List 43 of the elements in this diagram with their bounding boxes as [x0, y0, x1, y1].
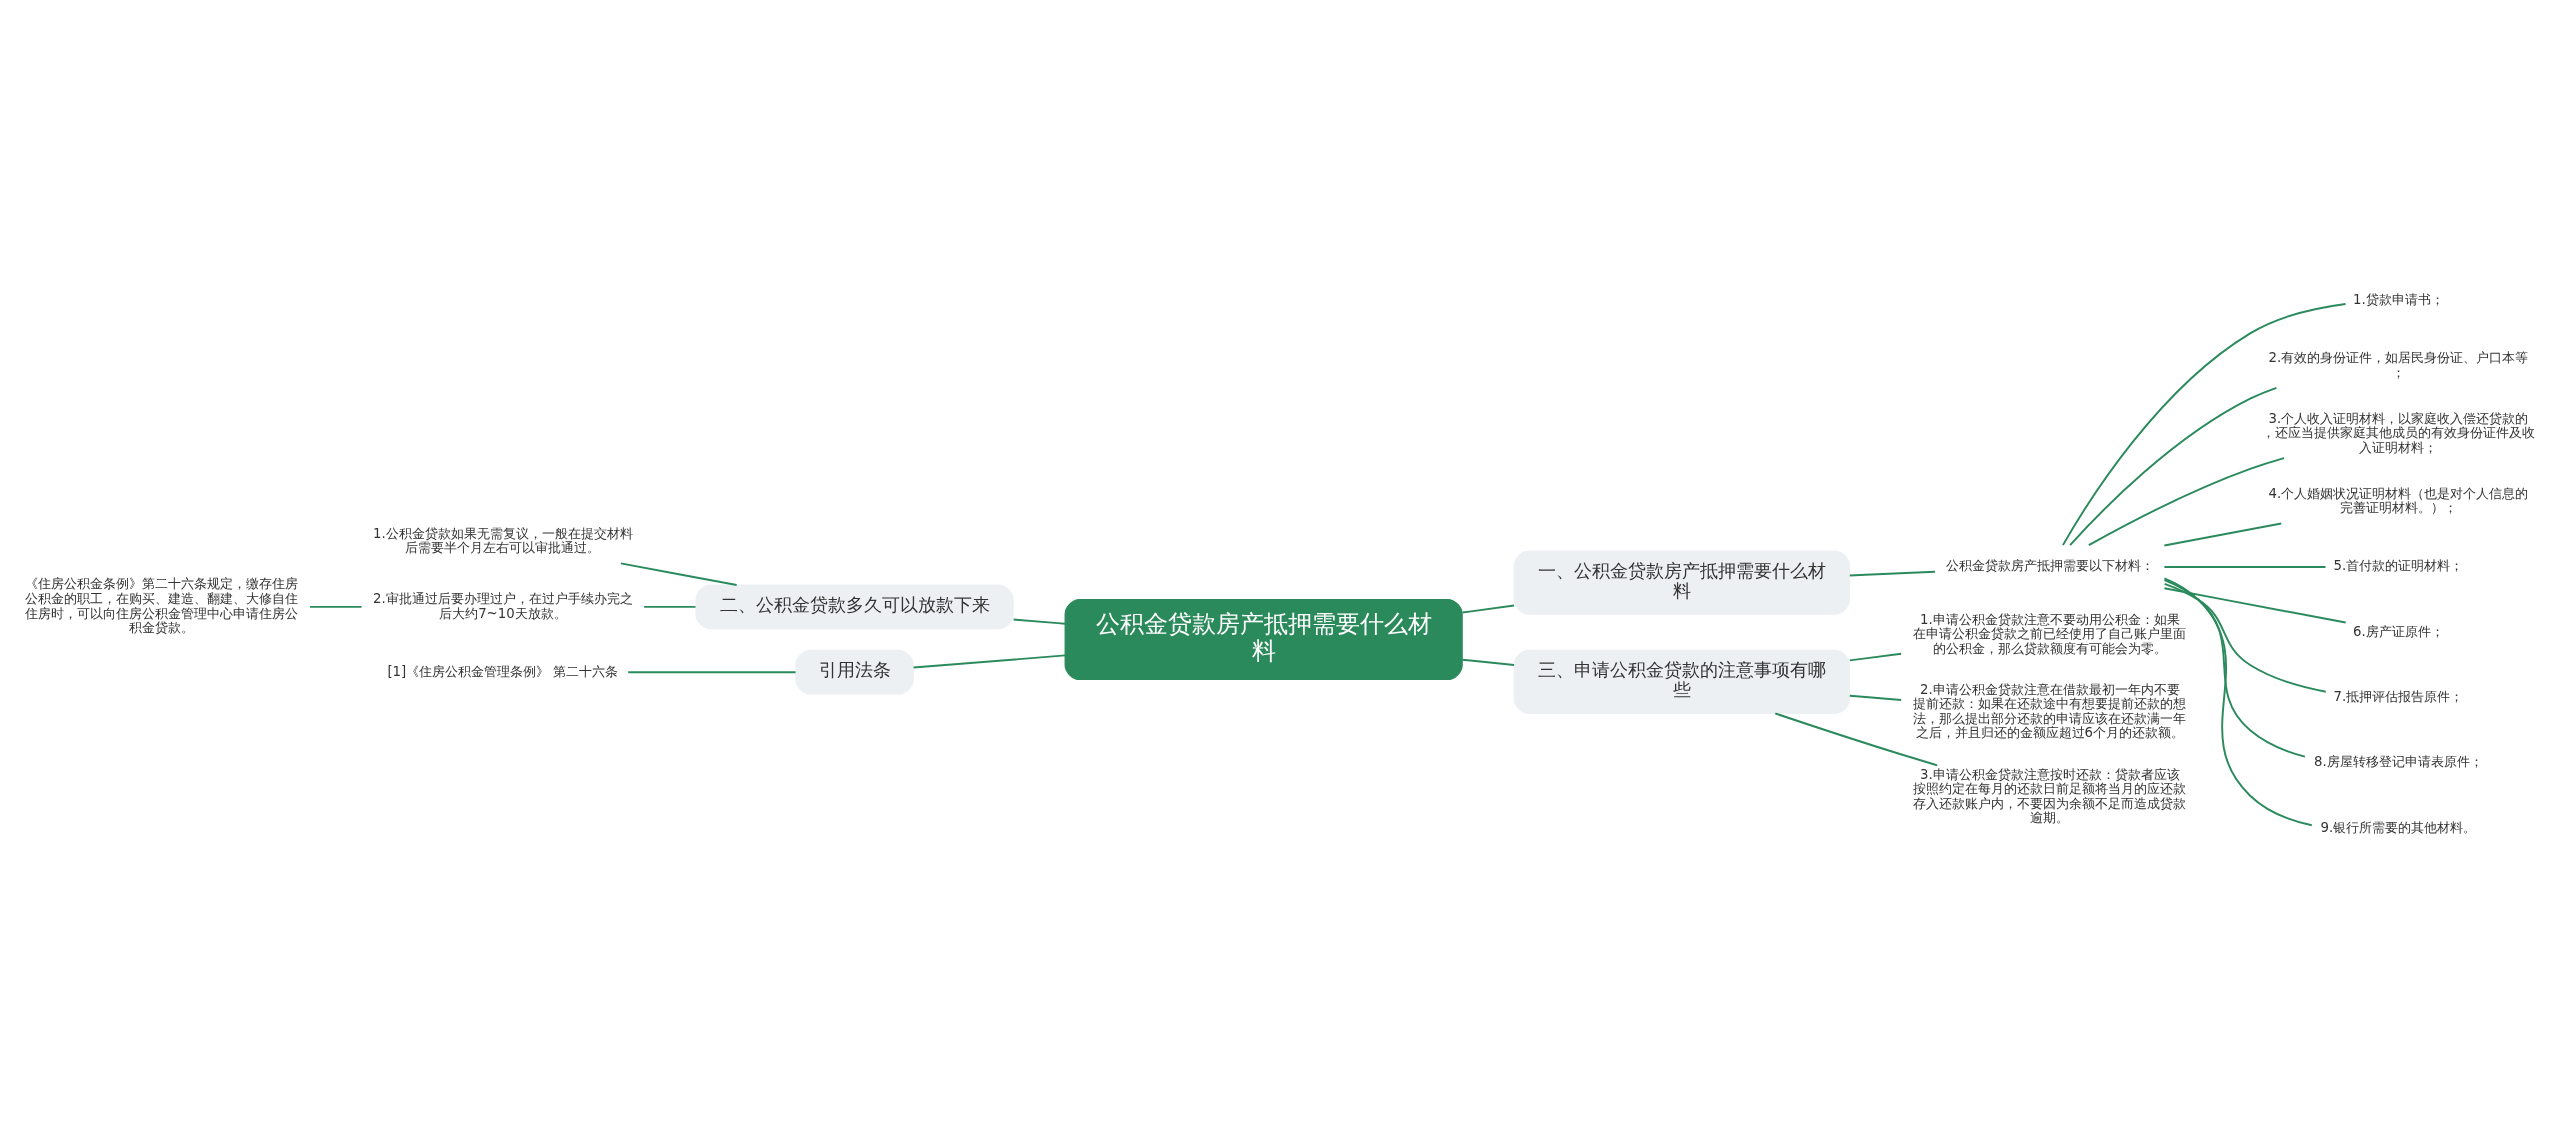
node-text: [1]《住房公积金管理条例》 第二十六条 — [387, 663, 619, 679]
connector — [1461, 604, 1516, 614]
connector — [1461, 658, 1516, 666]
node-text: 3.申请公积金贷款注意按时还款：贷款者应该按照约定在每月的还款日前足额将当月的应还款存入还款账户内，不要因为余额不足而造成贷款逾期。 — [1913, 766, 2187, 826]
node-text: 2.申请公积金贷款注意在借款最初一年内不要提前还款：如果在还款途中有想要提前还款的想法，那么提出部分还款的申请应该在还款满一年之后，并且归还的金额应超过6个月的还款额。 — [1913, 681, 2187, 741]
connector — [627, 671, 797, 674]
connector — [1848, 694, 1903, 701]
node-box: 二、公积金贷款多久可以放款下来 — [695, 584, 1014, 630]
node-box: 三、申请公积金贷款的注意事项有哪些 — [1513, 649, 1851, 714]
node-box: 公积金贷款房产抵押需要什么材料 — [1064, 599, 1463, 681]
node-text: 2.有效的身份证件，如居民身份证、户口本等； — [2268, 350, 2529, 380]
node-text: 公积金贷款房产抵押需要以下材料： — [1945, 558, 2154, 574]
node-text: 1.贷款申请书； — [2353, 292, 2444, 308]
node-text: 1.申请公积金贷款注意不要动用公积金：如果在申请公积金贷款之前已经使用了自己账户里面的公积金，那么贷款额度有可能会为零。 — [1913, 611, 2187, 656]
connector — [309, 605, 363, 608]
node-text: 8.房屋转移登记申请表原件； — [2314, 754, 2483, 770]
connector — [2163, 577, 2313, 827]
node-text: 6.房产证原件； — [2353, 623, 2444, 639]
connector — [1012, 618, 1066, 625]
connector — [1848, 570, 1936, 577]
connector — [643, 605, 697, 608]
node-box: 引用法条 — [795, 649, 914, 695]
connector — [912, 654, 1067, 669]
connector — [1774, 712, 1939, 767]
node-text: 2.审批通过后要办理过户，在过户手续办完之后大约7~10天放款。 — [373, 590, 633, 621]
connector — [2087, 457, 2285, 547]
connector — [2163, 522, 2283, 547]
node-text: 4.个人婚姻状况证明材料（也是对个人信息的完善证明材料。）； — [2268, 485, 2529, 516]
node-text: 5.首付款的证明材料； — [2333, 558, 2464, 574]
node-box: 一、公积金贷款房产抵押需要什么材料 — [1513, 550, 1851, 615]
connector — [2062, 303, 2347, 547]
connector — [2163, 587, 2347, 624]
node-text: 7.抵押评估报告原件； — [2333, 689, 2464, 705]
connector — [619, 562, 738, 586]
connector — [2069, 386, 2278, 546]
connector — [2163, 565, 2327, 568]
connector — [2163, 582, 2327, 693]
connector — [2163, 579, 2306, 758]
connector — [1848, 652, 1903, 662]
node-text: 1.公积金贷款如果无需复议，一般在提交材料后需要半个月左右可以审批通过。 — [373, 525, 633, 556]
node-text: 3.个人收入证明材料，以家庭收入偿还贷款的，还应当提供家庭其他成员的有效身份证件及收入证明材料； — [2261, 410, 2535, 455]
node-text: 《住房公积金条例》第二十六条规定，缴存住房公积金的职工，在购买、建造、翻建、大修自住住房时，可以向住房公积金管理中心申请住房公积金贷款。 — [25, 576, 299, 636]
node-text: 9.银行所需要的其他材料。 — [2320, 819, 2477, 835]
